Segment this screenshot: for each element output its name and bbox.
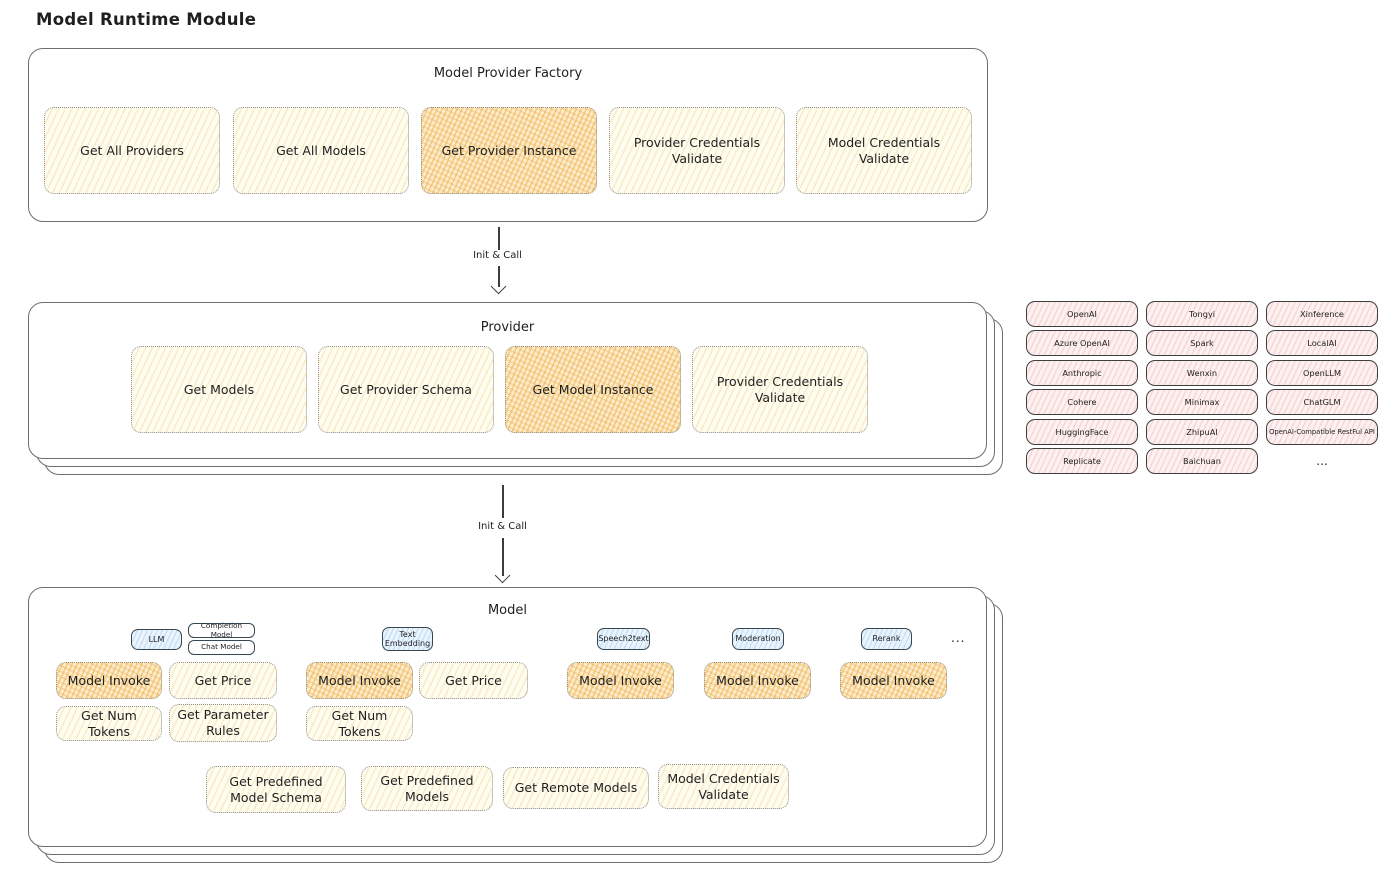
provider-chip: Azure OpenAI (1026, 330, 1138, 357)
provider-chip: OpenLLM (1266, 359, 1378, 386)
node-get-all-providers: Get All Providers (44, 107, 220, 194)
node-get-num-tokens-llm: Get Num Tokens (56, 706, 162, 741)
model-container: Model LLM Completion Model Chat Model Te… (28, 587, 987, 847)
tab-speech2text: Speech2text (597, 628, 650, 650)
tab-rerank: Rerank (861, 628, 912, 650)
tab-text-embedding: Text Embedding (382, 627, 433, 651)
node-get-provider-schema: Get Provider Schema (318, 346, 494, 433)
node-get-provider-instance: Get Provider Instance (421, 107, 597, 194)
provider-chip: Spark (1146, 330, 1258, 357)
provider-container: Provider Get Models Get Provider Schema … (28, 302, 987, 459)
provider-chip: LocalAI (1266, 330, 1378, 357)
provider-title: Provider (480, 320, 535, 335)
provider-chip: Wenxin (1146, 359, 1258, 386)
tabs-more: ... (951, 631, 966, 645)
arrow-line (498, 266, 500, 287)
node-get-parameter-rules: Get Parameter Rules (169, 704, 277, 742)
page-title: Model Runtime Module (36, 10, 257, 29)
tab-completion-model: Completion Model (188, 622, 255, 638)
factory-container: Model Provider Factory Get All Providers… (28, 48, 988, 222)
provider-chip: Cohere (1026, 389, 1138, 416)
node-get-remote-models: Get Remote Models (503, 767, 649, 809)
factory-title: Model Provider Factory (433, 66, 583, 81)
node-model-invoke-moderation: Model Invoke (704, 662, 811, 699)
node-provider-credentials-validate: Provider Credentials Validate (609, 107, 785, 194)
node-model-invoke-speech2text: Model Invoke (567, 662, 674, 699)
provider-chip: ChatGLM (1266, 389, 1378, 416)
arrow-label-init-call-1: Init & Call (450, 250, 545, 261)
provider-chip: Xinference (1266, 301, 1378, 327)
provider-chip: Anthropic (1026, 359, 1138, 386)
arrow-label-init-call-2: Init & Call (455, 521, 550, 532)
provider-chip-more: ... (1316, 453, 1328, 468)
tab-moderation: Moderation (732, 628, 784, 650)
arrow-line (502, 485, 504, 518)
tab-llm: LLM (131, 629, 182, 650)
node-get-model-instance: Get Model Instance (505, 346, 681, 433)
provider-chip: HuggingFace (1026, 418, 1138, 445)
arrow-head-icon (490, 278, 507, 295)
node-get-num-tokens-embedding: Get Num Tokens (306, 706, 413, 741)
arrow-head-icon (494, 567, 511, 584)
node-model-invoke-embedding: Model Invoke (306, 662, 413, 699)
node-provider-credentials-validate-2: Provider Credentials Validate (692, 346, 868, 433)
node-model-credentials-validate-2: Model Credentials Validate (658, 764, 789, 809)
provider-chip: Minimax (1146, 389, 1258, 416)
provider-chip: Replicate (1026, 447, 1138, 474)
provider-chip: Baichuan (1146, 447, 1258, 474)
model-title: Model (487, 603, 528, 618)
node-get-all-models: Get All Models (233, 107, 409, 194)
node-model-invoke-llm: Model Invoke (56, 662, 162, 699)
node-get-predefined-models: Get Predefined Models (361, 766, 493, 811)
provider-chip: OpenAI (1026, 301, 1138, 327)
node-model-invoke-rerank: Model Invoke (840, 662, 947, 699)
node-get-price-embedding: Get Price (419, 662, 528, 699)
node-get-price-llm: Get Price (169, 662, 277, 699)
arrow-line (498, 227, 500, 250)
node-model-credentials-validate: Model Credentials Validate (796, 107, 972, 194)
provider-chip: Tongyi (1146, 301, 1258, 327)
arrow-line (502, 538, 504, 576)
node-get-models: Get Models (131, 346, 307, 433)
tab-chat-model: Chat Model (188, 640, 255, 655)
provider-chip: OpenAI-Compatible RestFul API (1266, 418, 1378, 445)
provider-chip: ZhipuAI (1146, 418, 1258, 445)
provider-chip-grid: OpenAI Tongyi Xinference Azure OpenAI Sp… (1026, 301, 1378, 474)
node-get-predefined-model-schema: Get Predefined Model Schema (206, 766, 346, 813)
